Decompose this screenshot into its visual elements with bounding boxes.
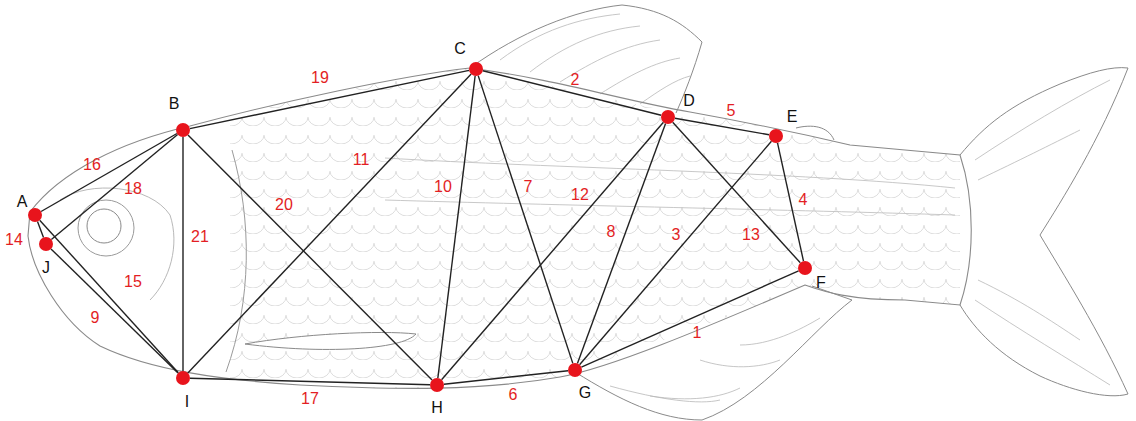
truss-line xyxy=(675,118,769,135)
callout-number: 5 xyxy=(727,103,736,119)
anal-fin-rays xyxy=(610,318,820,402)
callout-number: 17 xyxy=(301,391,319,407)
fish-body xyxy=(28,68,971,388)
callout-number: 6 xyxy=(509,387,518,403)
callout-number: 1 xyxy=(693,325,702,341)
truss-line xyxy=(40,220,179,373)
callout-number: 20 xyxy=(275,197,293,213)
landmark-letter: J xyxy=(42,260,50,276)
head-outline xyxy=(60,188,174,300)
callout-number: 19 xyxy=(311,70,329,86)
callout-number: 18 xyxy=(124,181,142,197)
truss-line xyxy=(182,137,183,371)
callout-number: 11 xyxy=(353,152,370,168)
truss-line xyxy=(673,122,801,263)
truss-line xyxy=(580,141,772,364)
truss-line xyxy=(483,71,661,116)
landmark-letter: A xyxy=(17,194,28,210)
truss-line xyxy=(51,134,177,239)
landmark-letter: I xyxy=(185,394,189,410)
callout-number: 2 xyxy=(571,72,580,88)
adipose-fin xyxy=(796,126,834,140)
landmark-letter: B xyxy=(169,96,180,112)
landmark-dot: J xyxy=(39,237,53,251)
eye xyxy=(87,209,121,243)
landmark-dot: H xyxy=(430,378,444,392)
truss-line xyxy=(188,135,432,380)
dorsal-fin-rays xyxy=(500,14,690,104)
truss-line xyxy=(581,271,798,367)
scale-pattern xyxy=(230,60,970,400)
pectoral-fin xyxy=(245,332,416,349)
landmark-letter: C xyxy=(454,41,466,57)
landmark-dot: D xyxy=(661,110,675,124)
callout-number: 7 xyxy=(524,179,533,195)
tail-fin xyxy=(960,68,1128,396)
landmark-dot: B xyxy=(176,123,190,137)
callout-number: 9 xyxy=(91,310,100,326)
callout-number: 16 xyxy=(83,157,101,173)
callout-number: 8 xyxy=(607,224,616,240)
callout-number: 15 xyxy=(124,274,142,290)
landmark-letter: G xyxy=(579,385,591,401)
truss-line xyxy=(51,249,178,373)
landmark-letter: H xyxy=(431,400,443,416)
callout-number: 10 xyxy=(434,179,452,195)
landmark-dot: E xyxy=(769,129,783,143)
truss-line xyxy=(438,76,475,378)
callout-number: 12 xyxy=(571,187,589,203)
eye-ring xyxy=(78,200,134,256)
landmark-dot: C xyxy=(469,62,483,76)
callout-number: 4 xyxy=(799,192,808,208)
landmark-dot: F xyxy=(798,261,812,275)
truss-line xyxy=(442,122,664,379)
truss-line xyxy=(188,74,471,373)
landmark-dot: G xyxy=(568,363,582,377)
anal-fin xyxy=(575,286,852,420)
landmark-letter: E xyxy=(787,109,798,125)
truss-line xyxy=(190,70,469,128)
callout-number: 13 xyxy=(742,227,760,243)
truss-line xyxy=(41,133,177,211)
landmark-dot: A xyxy=(28,208,42,222)
callout-number: 3 xyxy=(672,227,681,243)
scales xyxy=(230,60,970,400)
landmark-letter: F xyxy=(816,275,826,291)
landmark-dot: I xyxy=(176,371,190,385)
landmark-letter: D xyxy=(683,93,695,109)
callout-number: 14 xyxy=(5,232,23,248)
lateral-stripe xyxy=(385,158,955,215)
tail-fin-rays xyxy=(975,80,1110,385)
truss-line xyxy=(190,378,430,385)
truss-line xyxy=(577,124,665,364)
callout-number: 21 xyxy=(191,229,209,245)
truss-line xyxy=(444,371,568,384)
